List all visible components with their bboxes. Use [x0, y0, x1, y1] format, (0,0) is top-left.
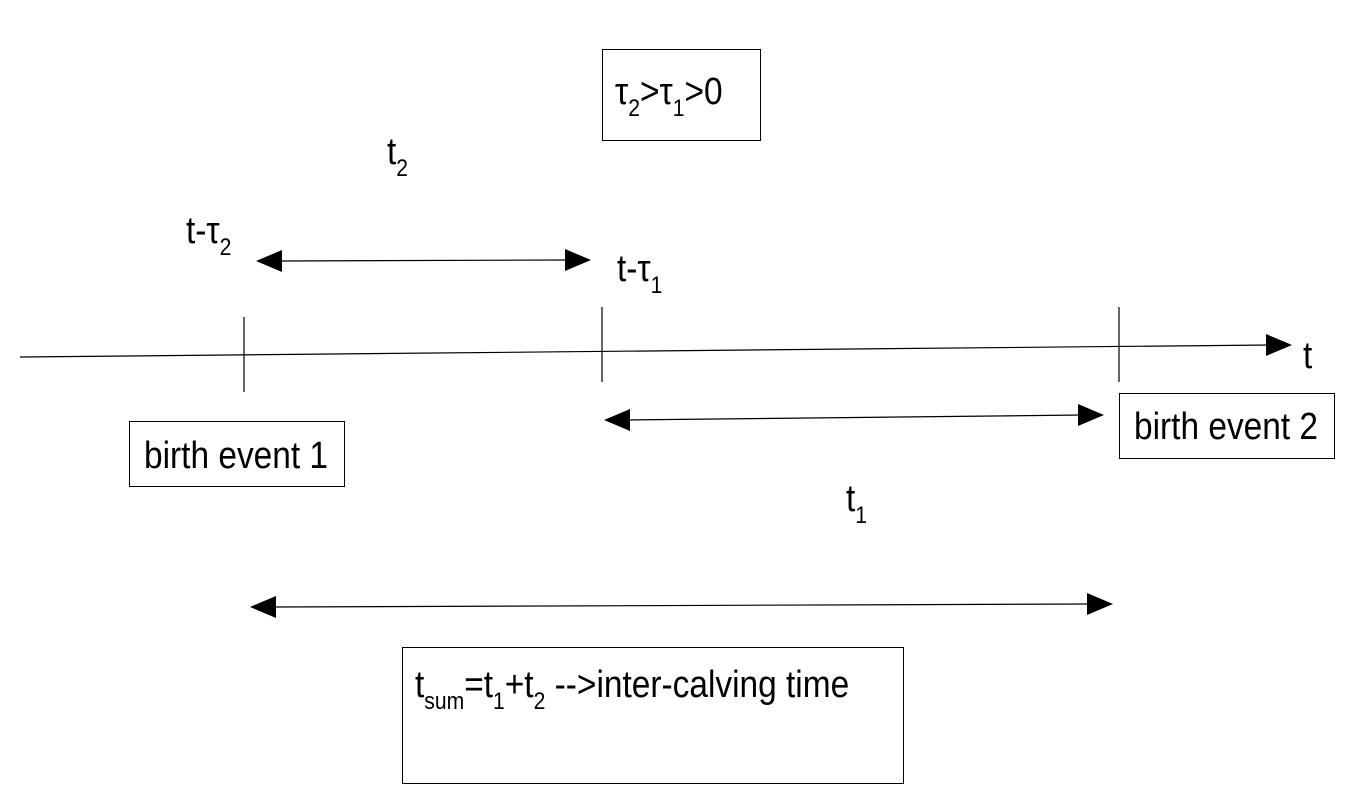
- label-t-tau2: t-τ2: [186, 210, 232, 261]
- t2-interval-arrow: [256, 249, 591, 272]
- birth-event-1-box: [129, 421, 345, 487]
- tsum-interval-arrow: [250, 593, 1113, 618]
- label-t1: t1: [846, 478, 868, 529]
- tsum-text: tsum=t1+t2 -->inter-calving time: [415, 664, 850, 715]
- t1-interval-arrow: [604, 404, 1104, 431]
- tsum-box: [402, 647, 904, 784]
- time-axis-arrowhead: [1266, 334, 1292, 356]
- birth-event-2-label: birth event 2: [1134, 406, 1319, 448]
- birth-event-1-label: birth event 1: [144, 435, 329, 477]
- label-t2: t2: [387, 131, 409, 182]
- condition-text: τ2>τ1>0: [615, 71, 723, 122]
- label-t-tau1: t-τ1: [617, 248, 663, 299]
- condition-box: [602, 49, 761, 141]
- birth-event-2-box: [1119, 393, 1335, 459]
- label-axis-t: t: [1303, 335, 1313, 377]
- time-axis: [19, 344, 1271, 358]
